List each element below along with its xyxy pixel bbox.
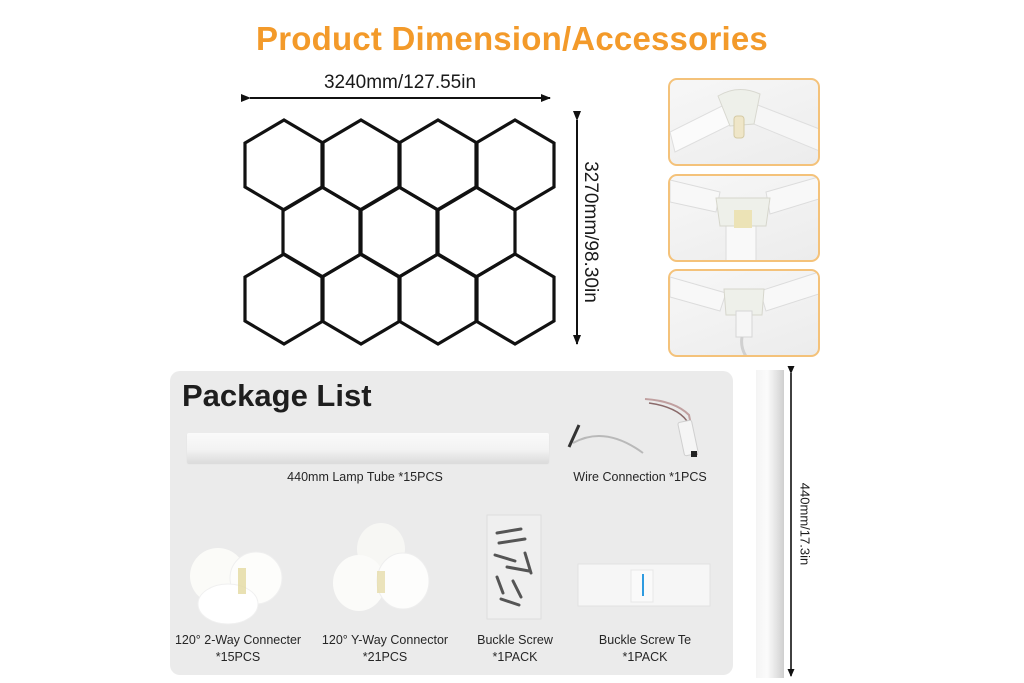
wire-connection-image [567, 398, 699, 457]
corner-connector-icon [670, 89, 818, 153]
2-way-connector-photo [668, 78, 820, 166]
buckle-screw-qty: *1PACK [492, 650, 538, 664]
buckle-screw-tape-image [577, 563, 711, 607]
wire-connector-photo [668, 269, 820, 357]
page-title: Product Dimension/Accessories [256, 20, 768, 57]
package-list-panel [170, 371, 733, 675]
lamp-tube-caption: 440mm Lamp Tube *15PCS [287, 470, 443, 484]
y-connector-icon [670, 176, 818, 260]
y-way-connector-qty: *21PCS [362, 650, 408, 664]
hexagon-icon [474, 252, 556, 346]
buckle-screw-tape-name: Buckle Screw Te [598, 633, 692, 647]
package-list-title: Package List [182, 378, 372, 413]
buckle-screw-name: Buckle Screw [477, 633, 553, 647]
wire-connector-icon [670, 271, 818, 355]
two-way-connector-qty: *15PCS [215, 650, 261, 664]
y-way-connector-image [333, 523, 430, 611]
two-way-connector-name: 120° 2-Way Connecter [174, 633, 302, 647]
tube-length-label: 440mm/17.3in [797, 482, 813, 566]
width-dimension-label: 3240mm/127.55in [323, 72, 477, 93]
vertical-lamp-tube-image [756, 370, 784, 678]
buckle-screw-image [486, 514, 542, 620]
two-way-connector-caption: 120° 2-Way Connecter *15PCS [166, 632, 310, 666]
y-way-connector-photo [668, 174, 820, 262]
buckle-screw-tape-caption: Buckle Screw Te *1PACK [580, 632, 710, 666]
y-way-connector-caption: 120° Y-Way Connector *21PCS [312, 632, 458, 666]
two-way-connector-image [190, 548, 283, 625]
buckle-screw-tape-qty: *1PACK [622, 650, 668, 664]
lamp-tube-image [187, 433, 549, 463]
buckle-screw-caption: Buckle Screw *1PACK [460, 632, 570, 666]
wire-connection-caption: Wire Connection *1PCS [573, 470, 707, 484]
y-way-connector-name: 120° Y-Way Connector [321, 633, 449, 647]
